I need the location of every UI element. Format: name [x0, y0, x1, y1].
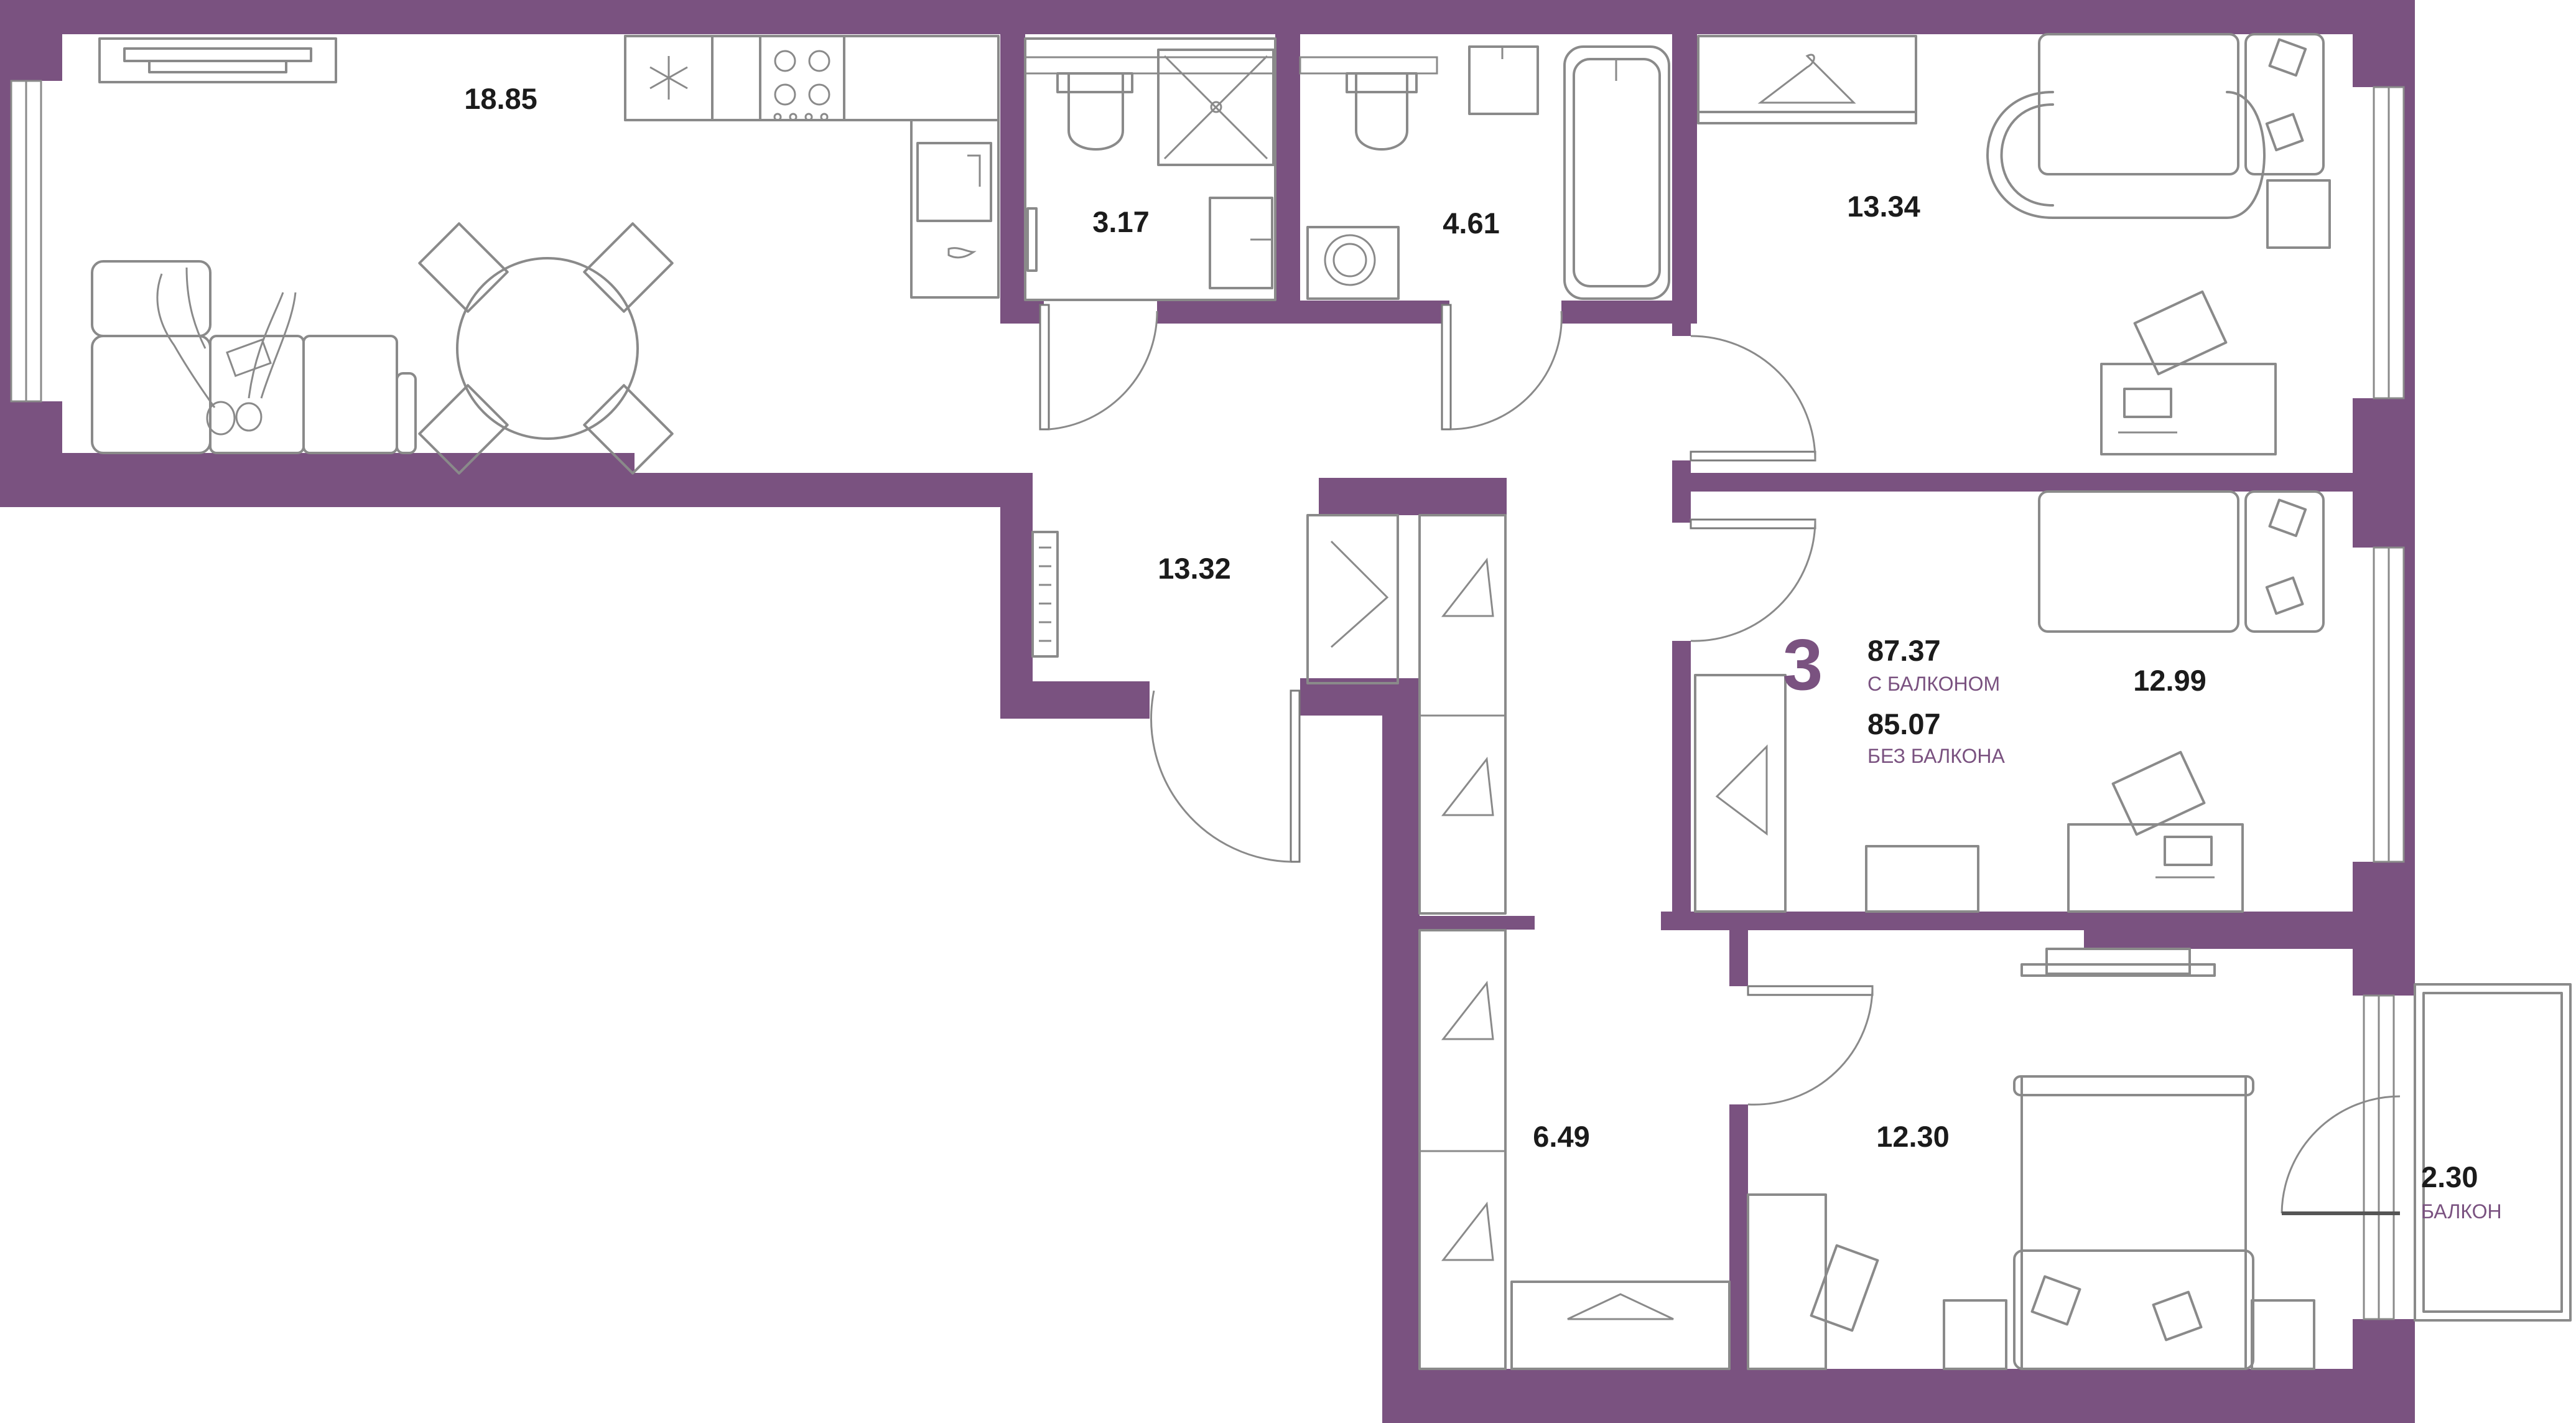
bathroom-tub-furniture: [1306, 45, 1670, 300]
with-balcony-label: С БАЛКОНОМ: [1867, 673, 2000, 695]
corridor-furniture: [1418, 929, 1731, 1370]
rooms-count: 3: [1783, 624, 1823, 705]
area-bathroom-shower: 3.17: [1092, 205, 1149, 238]
area-balcony: 2.30: [2421, 1160, 2478, 1193]
windows: [10, 56, 2405, 1320]
doors: [1039, 304, 1874, 1106]
living-furniture: [91, 35, 1000, 475]
snowflake-icon: [624, 35, 714, 121]
area-bedroom-2: 12.99: [2133, 664, 2206, 697]
walls: [0, 0, 2415, 1423]
bedroom-2-furniture: [1694, 490, 2325, 913]
bedroom-3-furniture: [1747, 948, 2315, 1370]
area-bathroom-tub: 4.61: [1443, 207, 1499, 240]
room-labels: 18.85 3.17 4.61 13.34 13.32 12.99 6.49 1…: [464, 82, 2501, 1223]
radiator-icon: [1031, 531, 1059, 658]
area-corridor: 6.49: [1533, 1120, 1589, 1153]
area-bedroom-1: 13.34: [1847, 190, 1920, 223]
area-bedroom-3: 12.30: [1876, 1120, 1950, 1153]
apartment-summary: 3 87.37 С БАЛКОНОМ 85.07 БЕЗ БАЛКОНА: [1783, 624, 2006, 767]
without-balcony-label: БЕЗ БАЛКОНА: [1867, 745, 2005, 767]
balcony: [2281, 983, 2572, 1322]
area-without-balcony: 85.07: [1867, 707, 1941, 740]
cooktop-icon: [759, 35, 845, 121]
bedroom-1-furniture: [1697, 33, 2331, 455]
hanger-icon: [1697, 35, 1917, 124]
area-hallway: 13.32: [1158, 552, 1231, 585]
hallway-furniture: [1031, 514, 1507, 915]
bathroom-shower-furniture: [1024, 37, 1276, 301]
area-with-balcony: 87.37: [1867, 634, 1941, 667]
balcony-label: БАЛКОН: [2421, 1200, 2502, 1223]
area-kitchen-living: 18.85: [464, 82, 537, 115]
